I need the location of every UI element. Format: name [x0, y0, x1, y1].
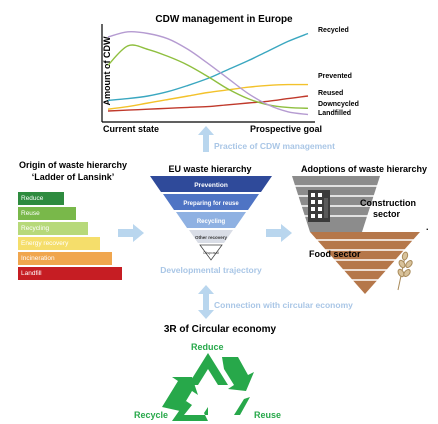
series-line-recycled [107, 32, 309, 102]
x-end-label: Prospective goal [250, 124, 323, 134]
construction-label-2: sector [373, 209, 401, 219]
recycle-arrow-bottom [172, 397, 250, 421]
practice-label: Practice of CDW management [214, 141, 335, 151]
reduce-label: Reduce [191, 342, 224, 352]
arrow-eu-to-adoptions [266, 224, 292, 242]
eu-label-3: Other recovery [195, 235, 228, 240]
eu-pyramid: Prevention Preparing for reuse Recycling… [150, 176, 272, 261]
eu-label-0: Prevention [194, 182, 228, 189]
ladder-title-1: Origin of waste hierarchy [18, 160, 128, 170]
series-label-landfilled: Landfilled [318, 110, 352, 117]
eu-label-4: Disposal [203, 250, 218, 255]
recycle-arrow-right [222, 357, 254, 391]
trajectory-label: Developmental trajectory [160, 265, 262, 275]
eu-level-prevention [150, 176, 272, 192]
eu-title: EU waste hierarchy [168, 164, 252, 174]
cdw-line-chart [101, 24, 315, 123]
circular-title: 3R of Circular economy [163, 324, 277, 335]
ladder-bar-5: Landfill [18, 267, 122, 280]
practice-arrow [198, 126, 214, 152]
chart-title: CDW management in Europe [155, 14, 293, 25]
x-start-label: Current state [103, 124, 160, 134]
ladder-bar-1: Reuse [18, 207, 76, 220]
ladder-bar-0: Reduce [18, 192, 64, 205]
dot-mark: . [426, 222, 429, 232]
eu-level-recycling [176, 212, 246, 228]
eu-label-1: Preparing for reuse [183, 201, 239, 207]
ladder-bar-4: Incineration [18, 252, 112, 265]
food-pyramid [310, 232, 420, 294]
series-label-downcycled: Downcycled [318, 101, 359, 108]
eu-label-2: Recycling [197, 219, 226, 225]
connection-arrow [198, 285, 214, 319]
ladder-bar-3: Energy recovery [18, 237, 100, 250]
series-label-prevented: Prevented [318, 73, 352, 80]
adoptions-title: Adoptions of waste hierarchy [300, 164, 428, 174]
wheat-icon [397, 251, 413, 291]
food-label: Food sector [309, 249, 361, 259]
series-label-recycled: Recycled [318, 27, 349, 34]
connection-label: Connection with circular economy [214, 300, 353, 310]
reuse-label: Reuse [254, 410, 282, 420]
construction-label-1: Construction [360, 198, 416, 208]
series-line-landfilled [107, 30, 309, 116]
recycle-symbol: 3R [162, 353, 254, 421]
eu-level-preparing [163, 194, 259, 210]
construction-pyramid [292, 176, 380, 232]
recycle-arrow-top [188, 353, 228, 385]
recycle-center-label: 3R [200, 391, 217, 406]
building-icon [308, 190, 330, 222]
eu-level-disposal [199, 244, 223, 261]
arrow-ladder-to-eu [118, 224, 144, 242]
series-line-reused [107, 95, 309, 112]
series-label-reused: Reused [318, 90, 344, 97]
ladder-bar-2: Recycling [18, 222, 88, 235]
series-line-prevented [107, 83, 309, 110]
recycle-label: Recycle [134, 410, 169, 420]
eu-level-other-recovery [189, 230, 233, 243]
series-line-downcycled [107, 44, 309, 109]
ladder-title-2: ‘Ladder of Lansink’ [31, 172, 115, 182]
recycle-arrow-left [162, 377, 198, 411]
